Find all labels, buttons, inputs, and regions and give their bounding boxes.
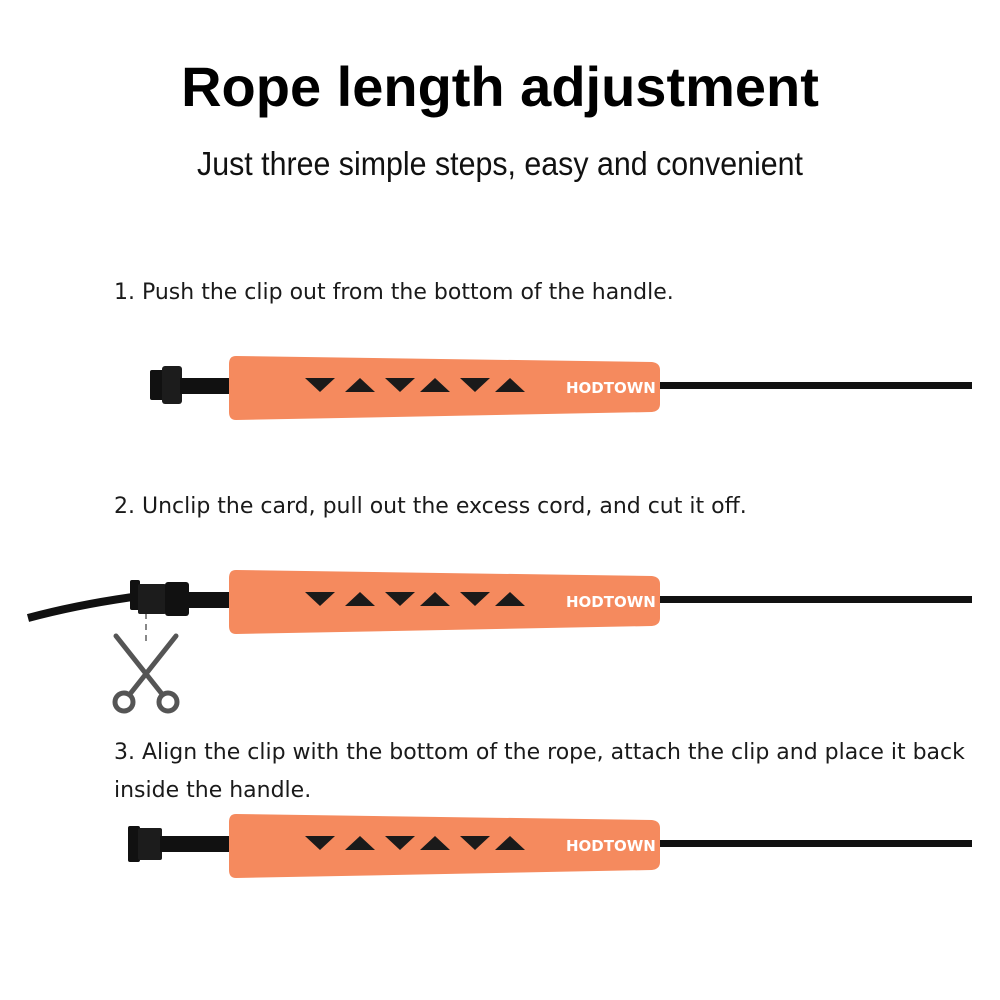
brand-logo: HODTOWN [566,593,656,611]
handle-triangle-cutouts [305,836,525,850]
rope-handle: HODTOWN [229,570,660,634]
rope-clip [130,580,232,616]
excess-cord [26,592,141,622]
handle-triangle-cutouts [305,592,525,606]
jump-rope-handle-step-3: HODTOWN [128,814,972,878]
step-1-instruction: 1. Push the clip out from the bottom of … [114,280,674,305]
page-title: Rope length adjustment [181,55,819,118]
page-subtitle: Just three simple steps, easy and conven… [197,145,803,182]
rope-cord [650,382,972,389]
jump-rope-handle-step-1: HODTOWN [150,356,972,420]
brand-logo: HODTOWN [566,837,656,855]
handle-triangle-cutouts [305,378,525,392]
rope-handle: HODTOWN [229,814,660,878]
rope-clip [150,366,232,404]
rope-cord [650,596,972,603]
rope-handle: HODTOWN [229,356,660,420]
jump-rope-handle-step-2: HODTOWN [26,570,972,646]
rope-cord [650,840,972,847]
brand-logo: HODTOWN [566,379,656,397]
step-3-instruction: 3. Align the clip with the bottom of the… [114,740,965,803]
step-2-instruction: 2. Unclip the card, pull out the excess … [114,494,747,519]
scissors-icon [112,633,180,714]
rope-clip [128,826,232,862]
